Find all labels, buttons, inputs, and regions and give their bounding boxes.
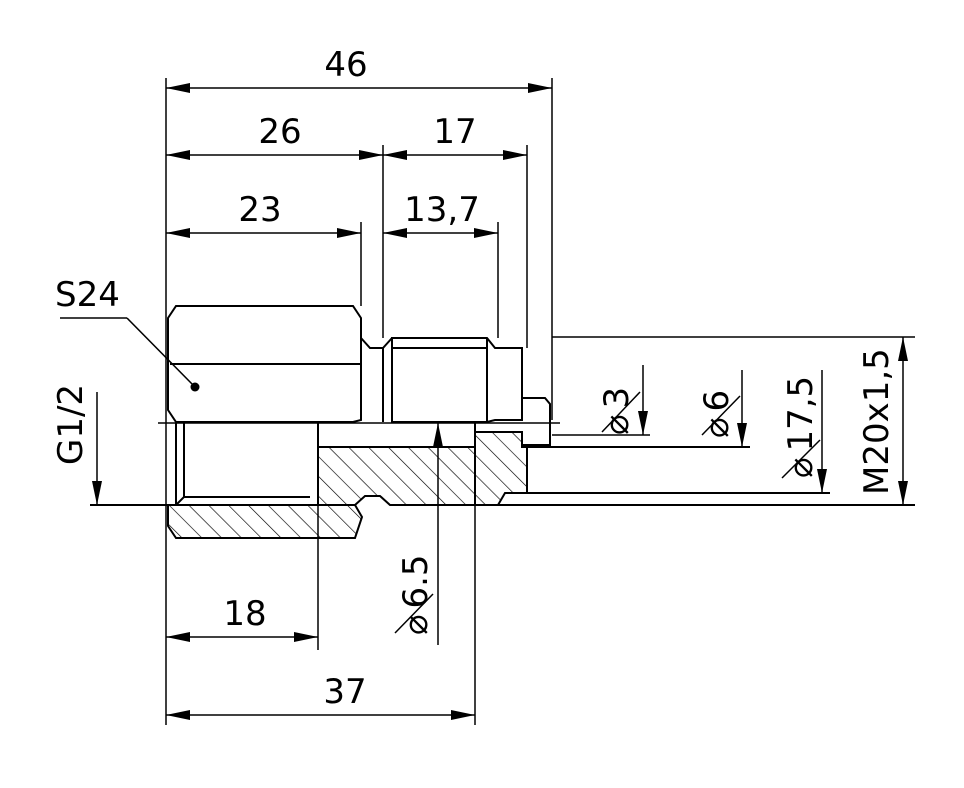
thread-m20 [391, 337, 523, 423]
dimension-17: 17 [383, 112, 527, 160]
dim-17-label: 17 [433, 112, 476, 152]
dia-6-label: ⌀6 [697, 390, 737, 438]
diameter-6-5: ⌀6.5 [394, 423, 443, 645]
dimension-26: 26 [166, 112, 383, 160]
dimension-13-7: 13,7 [383, 190, 498, 238]
stub [522, 397, 551, 446]
dimension-46: 46 [166, 45, 552, 93]
dim-13-7-label: 13,7 [404, 190, 480, 230]
diameter-symbol: ⌀ [396, 615, 436, 635]
neck [360, 337, 384, 422]
hatch-left-thread [167, 504, 364, 539]
dimension-37: 37 [166, 672, 475, 720]
section-view [90, 423, 915, 539]
diameter-3: ⌀3 [597, 365, 648, 435]
dim-23-label: 23 [238, 190, 281, 230]
thread-g12-dimension: G1/2 [51, 384, 102, 505]
diameter-17-5: ⌀17,5 [781, 370, 827, 493]
diameter-6: ⌀6 [697, 370, 747, 447]
diameter-symbol: ⌀ [781, 458, 821, 478]
dim-18-label: 18 [223, 594, 266, 634]
dimension-23: 23 [166, 190, 361, 238]
dim-46-label: 46 [324, 45, 367, 85]
wrench-size-callout: S24 [55, 275, 200, 392]
extension-lines [165, 78, 915, 725]
g12-label: G1/2 [51, 384, 91, 465]
dia-17-5-label: ⌀17,5 [781, 376, 821, 478]
thread-m20-dimension: M20x1,5 [857, 337, 908, 505]
dim-37-label: 37 [323, 672, 366, 712]
dia-6-5-label: ⌀6.5 [396, 554, 436, 635]
dimension-18: 18 [166, 594, 318, 642]
dia-3-label: ⌀3 [597, 387, 637, 435]
m20-label: M20x1,5 [857, 348, 897, 495]
diameter-symbol: ⌀ [697, 418, 737, 438]
diameter-symbol: ⌀ [597, 415, 637, 435]
hatch-body [317, 446, 476, 506]
hatch-right [474, 431, 528, 506]
s24-label: S24 [55, 275, 120, 315]
part-outline [158, 305, 560, 446]
dim-26-label: 26 [258, 112, 301, 152]
hex-nut [167, 305, 362, 423]
